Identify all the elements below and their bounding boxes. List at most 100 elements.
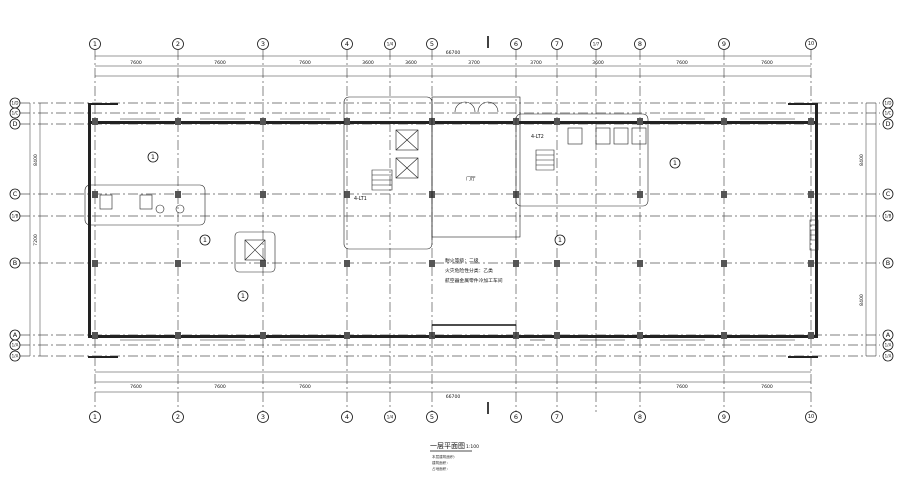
grid-bubble-bottom-1: 1 [93, 413, 97, 421]
bay-dim-9: 7600 [676, 60, 688, 66]
grid-bubbles-right: 1/D 1/C D C 1/B B A 1/A 1/A [882, 97, 894, 362]
stair-label-lt1: 4-LT1 [354, 196, 367, 202]
bay-dim-b1: 7600 [130, 384, 142, 390]
marker-left: 1 [151, 153, 155, 161]
bay-dim-5: 3600 [405, 60, 417, 66]
bay-dim-b9: 7600 [676, 384, 688, 390]
marker-shaft: 1 [241, 292, 245, 300]
vertical-grid-lines [94, 50, 812, 412]
total-dim-top: 66700 [446, 50, 461, 56]
bay-dim-6: 3700 [468, 60, 480, 66]
fire-note-1: 耐火等级：二级 [445, 257, 479, 264]
drawing-title-block: 一层平面图 1:100 本层建筑面积： 建筑面积： 占地面积： [430, 442, 479, 471]
right-stair-detail [809, 219, 819, 251]
grid-bubble-bottom-4: 4 [345, 413, 349, 421]
bay-dim-2: 7600 [214, 60, 226, 66]
lobby-label: 门厅 [466, 175, 476, 182]
grid-bubble-left-B: B [13, 259, 17, 267]
grid-bubble-bottom-3: 3 [261, 413, 265, 421]
exterior-walls [88, 103, 818, 358]
grid-bubble-top-3: 3 [261, 40, 265, 48]
grid-bubble-top-11: 9 [722, 40, 726, 48]
title-note-3: 占地面积： [432, 466, 450, 471]
bay-dim-10: 7600 [761, 60, 773, 66]
drawing-title: 一层平面图 [430, 442, 465, 450]
toilet-zone-left [84, 184, 206, 226]
bay-dim-7: 3700 [530, 60, 542, 66]
grid-bubble-top-4: 4 [345, 40, 349, 48]
fire-note-2: 火灾危险性分类：乙类 [445, 267, 493, 274]
grid-bubble-top-1: 1 [93, 40, 97, 48]
grid-bubble-right-1A: 1/A [885, 343, 892, 348]
bay-dim-4: 3600 [362, 60, 374, 66]
stair-label-lt2: 4-LT2 [531, 134, 544, 140]
grid-bubble-top-8: 7 [555, 40, 559, 48]
bay-dim-8: 3600 [592, 60, 604, 66]
fire-notes: 耐火等级：二级 火灾危险性分类：乙类 航空器金属零件冷加工车间 [445, 257, 503, 284]
side-dim-left-1: 8400 [33, 154, 39, 166]
bay-dim-1: 7600 [130, 60, 142, 66]
grid-bubble-right-B: B [886, 259, 890, 267]
grid-bubble-bottom-10: 8 [638, 413, 642, 421]
fire-note-3: 航空器金属零件冷加工车间 [445, 277, 503, 284]
grid-bubbles-left: 1/D 1/C D C 1/B B A 1/A 1/A [9, 97, 21, 362]
grid-bubble-right-C: C [886, 190, 891, 198]
bay-dim-b3: 7600 [299, 384, 311, 390]
horizontal-grid-lines [20, 102, 880, 357]
marker-right: 1 [673, 159, 677, 167]
bottom-entrance [431, 324, 517, 338]
title-note-2: 建筑面积： [432, 460, 450, 465]
grid-bubble-left-1A: 1/A [12, 343, 19, 348]
grid-bubble-bottom-5: 1/4 [387, 415, 394, 420]
grid-bubble-top-12: 10 [808, 41, 814, 47]
dimension-lines-sides: 8400 7200 8400 8400 [29, 103, 877, 356]
grid-bubble-right-D: D [885, 120, 890, 128]
grid-bubble-right-1A-b: 1/A [885, 354, 892, 359]
grid-bubble-top-9: 1/7 [593, 42, 600, 47]
bay-dim-3: 7600 [299, 60, 311, 66]
side-dim-left-2: 7200 [33, 234, 39, 246]
grid-bubble-right-1C: 1/C [885, 111, 892, 116]
grid-bubble-bottom-12: 10 [808, 414, 814, 420]
grid-bubble-bottom-2: 2 [176, 413, 180, 421]
grid-bubble-left-D: D [12, 120, 17, 128]
grid-bubble-bottom-11: 9 [722, 413, 726, 421]
grid-bubble-left-C: C [13, 190, 18, 198]
title-note-1: 本层建筑面积： [432, 454, 457, 459]
grid-bubble-bottom-6: 5 [430, 413, 434, 421]
stair-core-left: 4-LT1 [343, 96, 433, 250]
grid-bubble-left-1A-b: 1/A [12, 354, 19, 359]
grid-bubble-left-1D: 1/D [12, 101, 19, 106]
total-dim-bottom: 66700 [446, 394, 461, 400]
bay-dim-b2: 7600 [214, 384, 226, 390]
windows [120, 118, 795, 341]
grid-bubble-top-6: 5 [430, 40, 434, 48]
side-dim-right-2: 8400 [859, 294, 865, 306]
grid-bubble-left-A: A [13, 331, 18, 339]
grid-bubbles-top: 1 2 3 4 1/4 5 6 7 1/7 8 9 10 [89, 38, 817, 50]
grid-bubble-bottom-7: 6 [514, 413, 518, 421]
bay-dim-b10: 7600 [761, 384, 773, 390]
side-dim-right-1: 8400 [859, 154, 865, 166]
grid-bubble-right-1B: 1/B [885, 214, 892, 219]
lobby-zone: 门厅 [431, 96, 521, 238]
shaft-box [234, 231, 276, 273]
dimension-lines-top: 66700 7600 7600 7600 3600 3600 3700 3700… [95, 50, 811, 77]
grid-bubble-right-1D: 1/D [885, 101, 892, 106]
marker-center-left: 1 [203, 236, 207, 244]
grid-bubble-top-7: 6 [514, 40, 518, 48]
dimension-lines-bottom: 66700 7600 7600 7600 7600 7600 [95, 371, 811, 400]
grid-bubble-top-5: 1/4 [387, 42, 394, 47]
marker-center-right: 1 [558, 236, 562, 244]
grid-bubble-right-A: A [886, 331, 891, 339]
grid-bubbles-bottom: 1 2 3 4 1/4 5 6 7 8 9 10 [89, 411, 817, 423]
grid-bubble-top-2: 2 [176, 40, 180, 48]
grid-bubble-left-1C: 1/C [12, 111, 19, 116]
section-markers: 1 1 1 1 1 [147, 151, 681, 302]
toilet-zone-right: 4-LT2 [515, 113, 649, 207]
drawing-scale: 1:100 [466, 444, 479, 450]
grid-bubble-left-1B: 1/B [12, 214, 19, 219]
grid-bubble-bottom-8: 7 [555, 413, 559, 421]
grid-bubble-top-10: 8 [638, 40, 642, 48]
